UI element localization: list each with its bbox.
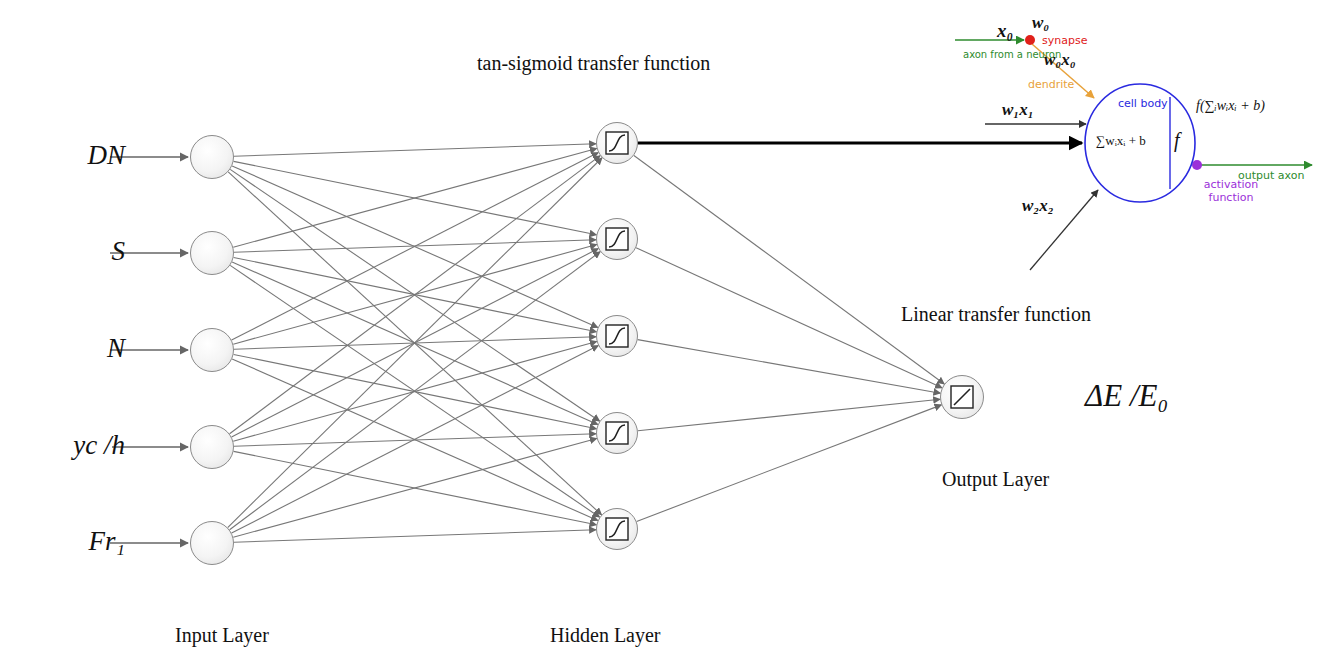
layer-function-label: Linear transfer function	[901, 303, 1091, 326]
weight-connection	[232, 346, 599, 533]
zoom-arrow	[638, 142, 1082, 145]
layer-name: Input Layer	[175, 624, 269, 647]
weight-connection	[233, 342, 597, 442]
annotation: activation function	[1200, 178, 1262, 204]
output-expression: f(∑ᵢwᵢxᵢ + b)	[1196, 98, 1265, 114]
input-neuron: Fr₁	[190, 521, 234, 565]
input-variable: S	[112, 236, 126, 267]
layer-name: Output Layer	[942, 468, 1049, 491]
weighted-input: w₁x₁	[1002, 100, 1034, 120]
cell-body-label: cell body	[1118, 97, 1168, 110]
input-variable: N	[107, 333, 125, 364]
weight-connection	[638, 340, 941, 394]
hidden-neuron	[596, 218, 638, 260]
input-neuron: N	[190, 328, 234, 372]
input-variable: DN	[87, 140, 125, 171]
weight-connection	[232, 153, 599, 340]
input-axon	[955, 39, 1024, 41]
weight-connection	[234, 530, 596, 543]
sum-expression: ∑wᵢxᵢ + b	[1096, 133, 1146, 149]
weight-connection	[233, 149, 597, 248]
annotation: synapse	[1042, 34, 1087, 47]
cell-body: cell body ∑wᵢxᵢ + b f	[1084, 83, 1196, 203]
hidden-neuron	[596, 315, 638, 357]
weight-connection	[638, 399, 940, 431]
weight-connection	[230, 156, 601, 434]
weight-connection	[634, 155, 944, 384]
output-variable: ΔE /E₀	[1085, 378, 1168, 414]
activation-symbol: f	[1174, 129, 1180, 152]
weight-connection	[637, 405, 942, 522]
layer-name: Hidden Layer	[550, 624, 661, 647]
input-variable: Fr₁	[89, 526, 125, 557]
output-neuron: Linear transfer functionOutput Layer	[940, 375, 984, 419]
weight-connection	[234, 434, 596, 447]
weight-connection	[234, 144, 596, 157]
output-axon	[1198, 164, 1312, 166]
hidden-neuron	[596, 508, 638, 550]
synapse-dot	[1025, 35, 1035, 45]
layer-function-label: tan-sigmoid transfer function	[477, 52, 710, 75]
input-neuron: S	[190, 231, 234, 275]
weighted-input: w₂x₂	[1022, 196, 1054, 216]
hidden-neuron: tan-sigmoid transfer function	[596, 122, 638, 164]
weight-connection	[228, 158, 602, 528]
input-neuron: DN	[190, 135, 234, 179]
weighted-input: w₀x₀	[1044, 50, 1076, 70]
signal-name: x₀	[997, 20, 1013, 42]
hidden-neuron	[596, 412, 638, 454]
input-line	[985, 123, 1086, 124]
input-variable: yc /h	[73, 430, 125, 461]
input-neuron: yc /h	[190, 425, 234, 469]
weight-name: w₀	[1032, 13, 1049, 33]
activation-dot	[1192, 160, 1202, 170]
annotation: dendrite	[1028, 78, 1074, 91]
weight-connection	[233, 439, 597, 538]
